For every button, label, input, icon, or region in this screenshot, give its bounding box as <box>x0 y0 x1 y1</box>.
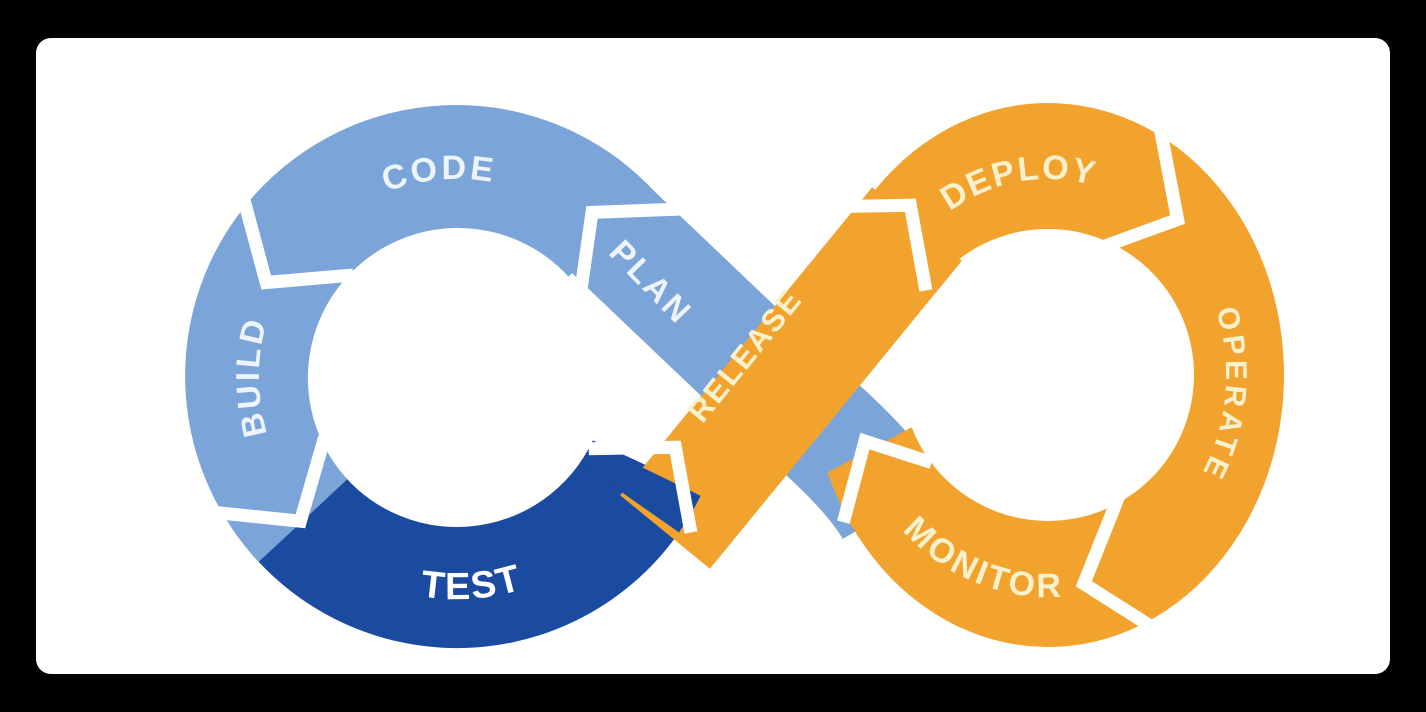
arrow-code-to-build-icon <box>237 196 354 290</box>
arrow-release-to-deploy-icon <box>823 198 933 292</box>
arrow-operate-to-monitor-icon <box>1075 494 1156 633</box>
segment-code-build <box>185 105 659 562</box>
segment-release-ribbon <box>620 187 962 569</box>
arrow-plan-to-code-icon <box>573 202 680 300</box>
label-build: BUILD <box>229 313 274 441</box>
flow-arrow-notches <box>212 124 1186 633</box>
arrow-deploy-to-operate-icon <box>1103 124 1186 252</box>
segment-deploy-operate-monitor-ring <box>827 102 1285 647</box>
segment-test <box>232 440 703 649</box>
arrow-monitor-to-plan-icon <box>837 432 934 524</box>
segment-test-arrowhead <box>579 442 701 533</box>
arrow-build-to-test-icon <box>212 435 331 529</box>
arrow-test-to-release-icon <box>588 440 698 534</box>
